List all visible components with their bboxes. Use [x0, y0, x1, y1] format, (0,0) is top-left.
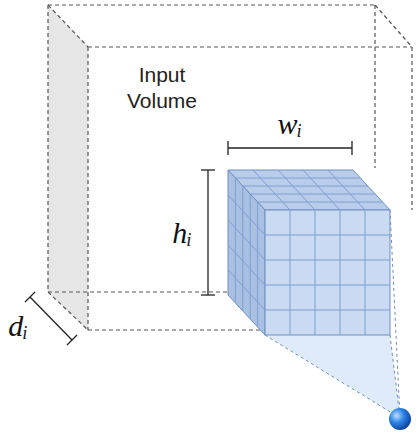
output-neuron [389, 408, 411, 430]
dimension-lines [25, 141, 352, 345]
side-panel [48, 5, 88, 330]
width-label: wᵢ [278, 109, 303, 139]
projection-lines [265, 210, 400, 418]
projection-cone [265, 335, 400, 418]
kernel-side [228, 170, 265, 335]
kernel-front [265, 210, 390, 335]
kernel-grid [228, 170, 390, 335]
volume-label: Input Volume [108, 62, 216, 115]
depth-label: dᵢ [8, 311, 28, 341]
volume-label-box: Input Volume [108, 62, 216, 115]
height-label: hᵢ [172, 218, 192, 248]
